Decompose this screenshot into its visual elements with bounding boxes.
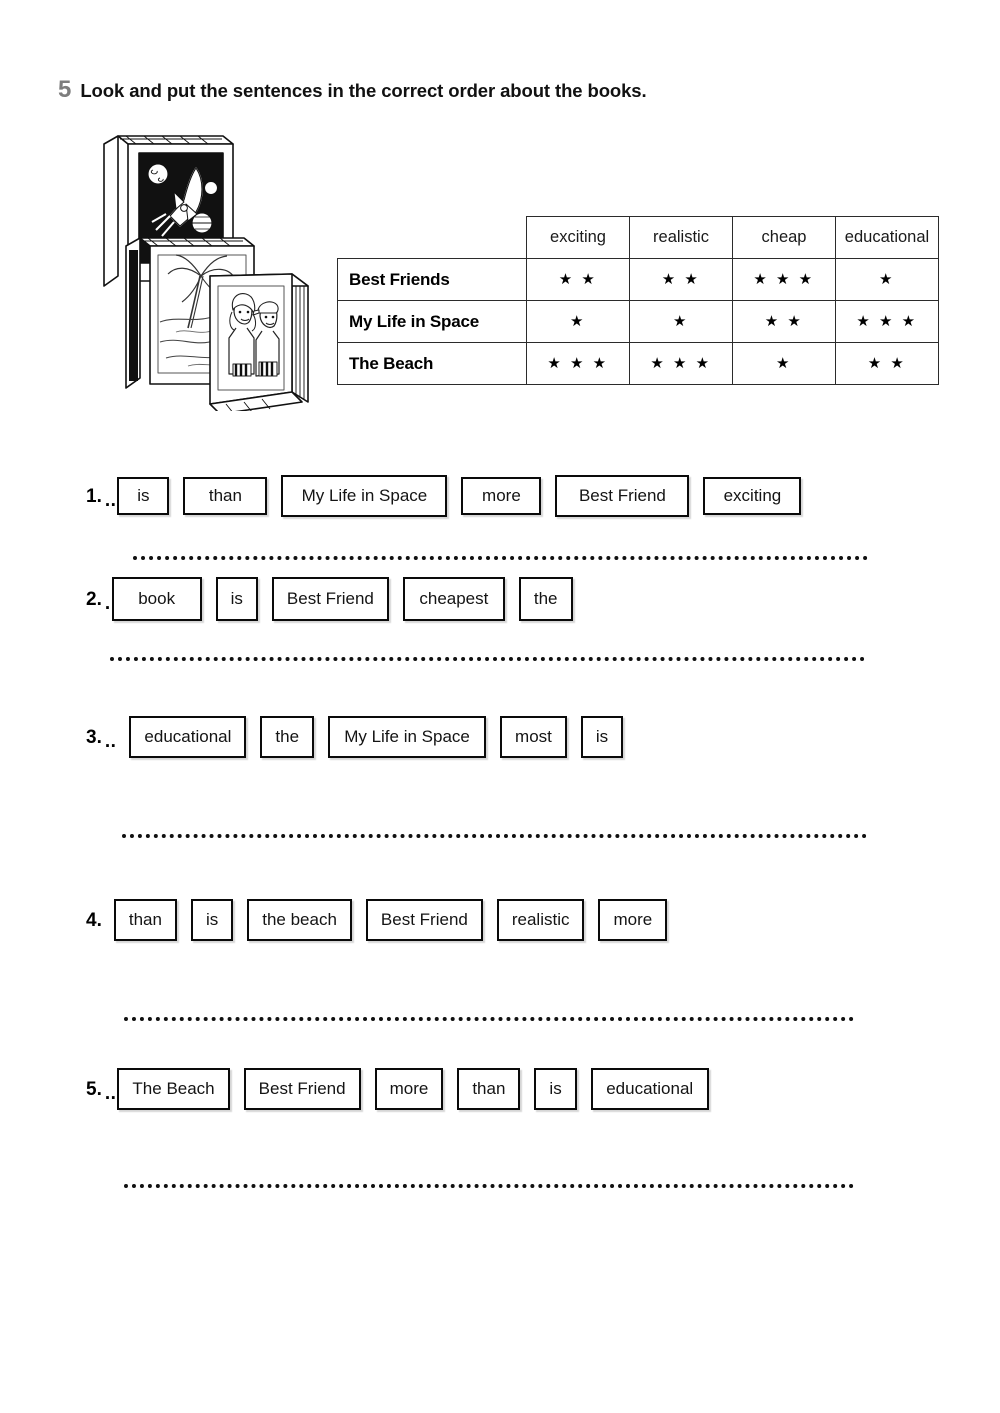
rating-my-life-in-space-educational: ★ ★ ★ — [835, 300, 939, 343]
row-label-the-beach: The Beach — [337, 342, 527, 385]
question-4: 4. than is the beach Best Friend realist… — [0, 899, 1000, 941]
column-header-educational: educational — [835, 216, 939, 259]
answer-line-5[interactable] — [124, 1180, 854, 1188]
rating-the-beach-exciting: ★ ★ ★ — [526, 342, 630, 385]
answer-line-2[interactable] — [110, 653, 865, 661]
friends-book — [209, 273, 309, 411]
exercise-number: 5 — [58, 76, 72, 103]
word-box-q1-6[interactable]: exciting — [703, 477, 802, 515]
rating-best-friends-exciting: ★ ★ — [526, 258, 630, 301]
table-header-row: exciting realistic cheap educational — [338, 216, 939, 259]
question-5-lead-dots: .. — [104, 1082, 117, 1104]
word-box-q1-2[interactable]: than — [183, 477, 268, 515]
word-box-q2-3[interactable]: Best Friend — [271, 577, 389, 621]
rating-the-beach-realistic: ★ ★ ★ — [629, 342, 733, 385]
answer-line-1[interactable] — [133, 552, 868, 560]
word-box-q5-1[interactable]: The Beach — [117, 1068, 230, 1110]
word-box-q3-3[interactable]: My Life in Space — [328, 716, 487, 758]
exercise-heading: 5 Look and put the sentences in the corr… — [58, 78, 647, 102]
word-box-q4-3[interactable]: the beach — [247, 899, 352, 941]
question-5-number: 5. — [86, 1078, 102, 1100]
question-3: 3. .. educational the My Life in Space m… — [0, 716, 1000, 758]
word-box-q3-5[interactable]: is — [580, 716, 624, 758]
word-box-q4-1[interactable]: than — [113, 899, 177, 941]
exercise-instruction: Look and put the sentences in the correc… — [80, 80, 647, 101]
word-box-q1-3[interactable]: My Life in Space — [281, 475, 448, 517]
word-box-q5-3[interactable]: more — [374, 1068, 444, 1110]
question-1-lead-dots: .. — [104, 489, 117, 511]
table-corner-cell — [338, 217, 527, 259]
table-row: Best Friends ★ ★ ★ ★ ★ ★ ★ ★ — [337, 258, 939, 301]
rating-the-beach-cheap: ★ — [732, 342, 836, 385]
question-4-number: 4. — [86, 909, 102, 931]
word-box-q5-2[interactable]: Best Friend — [243, 1068, 361, 1110]
rating-my-life-in-space-cheap: ★ ★ — [732, 300, 836, 343]
answer-line-4[interactable] — [124, 1013, 854, 1021]
word-box-q1-4[interactable]: more — [461, 477, 542, 515]
word-box-q4-6[interactable]: more — [598, 899, 668, 941]
row-label-my-life-in-space: My Life in Space — [337, 300, 527, 343]
answer-line-3[interactable] — [122, 830, 867, 838]
question-5: 5. .. The Beach Best Friend more than is… — [0, 1068, 1000, 1110]
table-row: My Life in Space ★ ★ ★ ★ ★ ★ ★ — [337, 300, 939, 343]
word-box-q4-4[interactable]: Best Friend — [365, 899, 483, 941]
word-box-q5-4[interactable]: than — [457, 1068, 521, 1110]
rating-my-life-in-space-exciting: ★ — [526, 300, 630, 343]
word-box-q2-5[interactable]: the — [518, 577, 573, 621]
question-2: 2. . book is Best Friend cheapest the — [0, 577, 1000, 621]
rating-the-beach-educational: ★ ★ — [835, 342, 939, 385]
rating-best-friends-educational: ★ — [835, 258, 939, 301]
question-2-number: 2. — [86, 588, 102, 610]
word-box-q4-2[interactable]: is — [190, 899, 234, 941]
question-1: 1. .. is than My Life in Space more Best… — [0, 475, 1000, 517]
question-3-lead-dots: .. — [104, 730, 117, 752]
word-box-q1-1[interactable]: is — [117, 477, 170, 515]
book-ratings-table: exciting realistic cheap educational Bes… — [337, 216, 939, 385]
column-header-realistic: realistic — [629, 216, 733, 259]
rating-best-friends-realistic: ★ ★ — [629, 258, 733, 301]
word-box-q4-5[interactable]: realistic — [496, 899, 585, 941]
column-header-exciting: exciting — [526, 216, 630, 259]
question-1-number: 1. — [86, 485, 102, 507]
table-row: The Beach ★ ★ ★ ★ ★ ★ ★ ★ ★ — [337, 342, 939, 385]
question-2-lead-dots: . — [104, 592, 111, 614]
word-box-q3-1[interactable]: educational — [129, 716, 247, 758]
word-box-q1-5[interactable]: Best Friend — [555, 475, 690, 517]
word-box-q5-5[interactable]: is — [534, 1068, 577, 1110]
word-box-q2-4[interactable]: cheapest — [402, 577, 505, 621]
word-box-q3-4[interactable]: most — [500, 716, 567, 758]
word-box-q2-1[interactable]: book — [111, 577, 202, 621]
books-illustration — [96, 126, 318, 411]
rating-my-life-in-space-realistic: ★ — [629, 300, 733, 343]
question-3-number: 3. — [86, 726, 102, 748]
word-box-q3-2[interactable]: the — [260, 716, 315, 758]
column-header-cheap: cheap — [732, 216, 836, 259]
word-box-q2-2[interactable]: is — [215, 577, 258, 621]
row-label-best-friends: Best Friends — [337, 258, 527, 301]
word-box-q5-6[interactable]: educational — [590, 1068, 709, 1110]
rating-best-friends-cheap: ★ ★ ★ — [732, 258, 836, 301]
